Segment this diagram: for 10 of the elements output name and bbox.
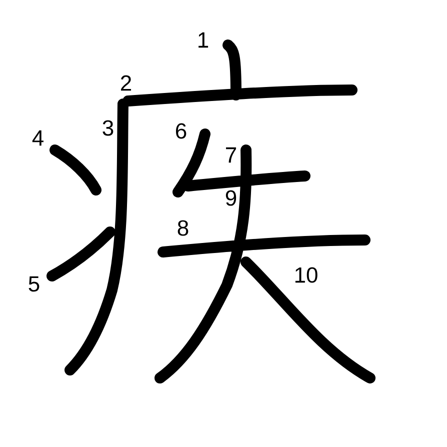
stroke-number: 3 [102, 120, 114, 136]
stroke-number: 8 [178, 220, 188, 236]
stroke-number: 7 [226, 147, 236, 163]
stroke-number: 9 [226, 190, 236, 206]
stroke-number: 5 [28, 276, 40, 292]
stroke-number: 4 [32, 130, 44, 146]
stroke-number: 2 [121, 75, 132, 91]
stroke-number: 1 [198, 32, 208, 48]
stroke-number: 10 [295, 267, 318, 283]
stroke-number: 6 [176, 123, 186, 139]
